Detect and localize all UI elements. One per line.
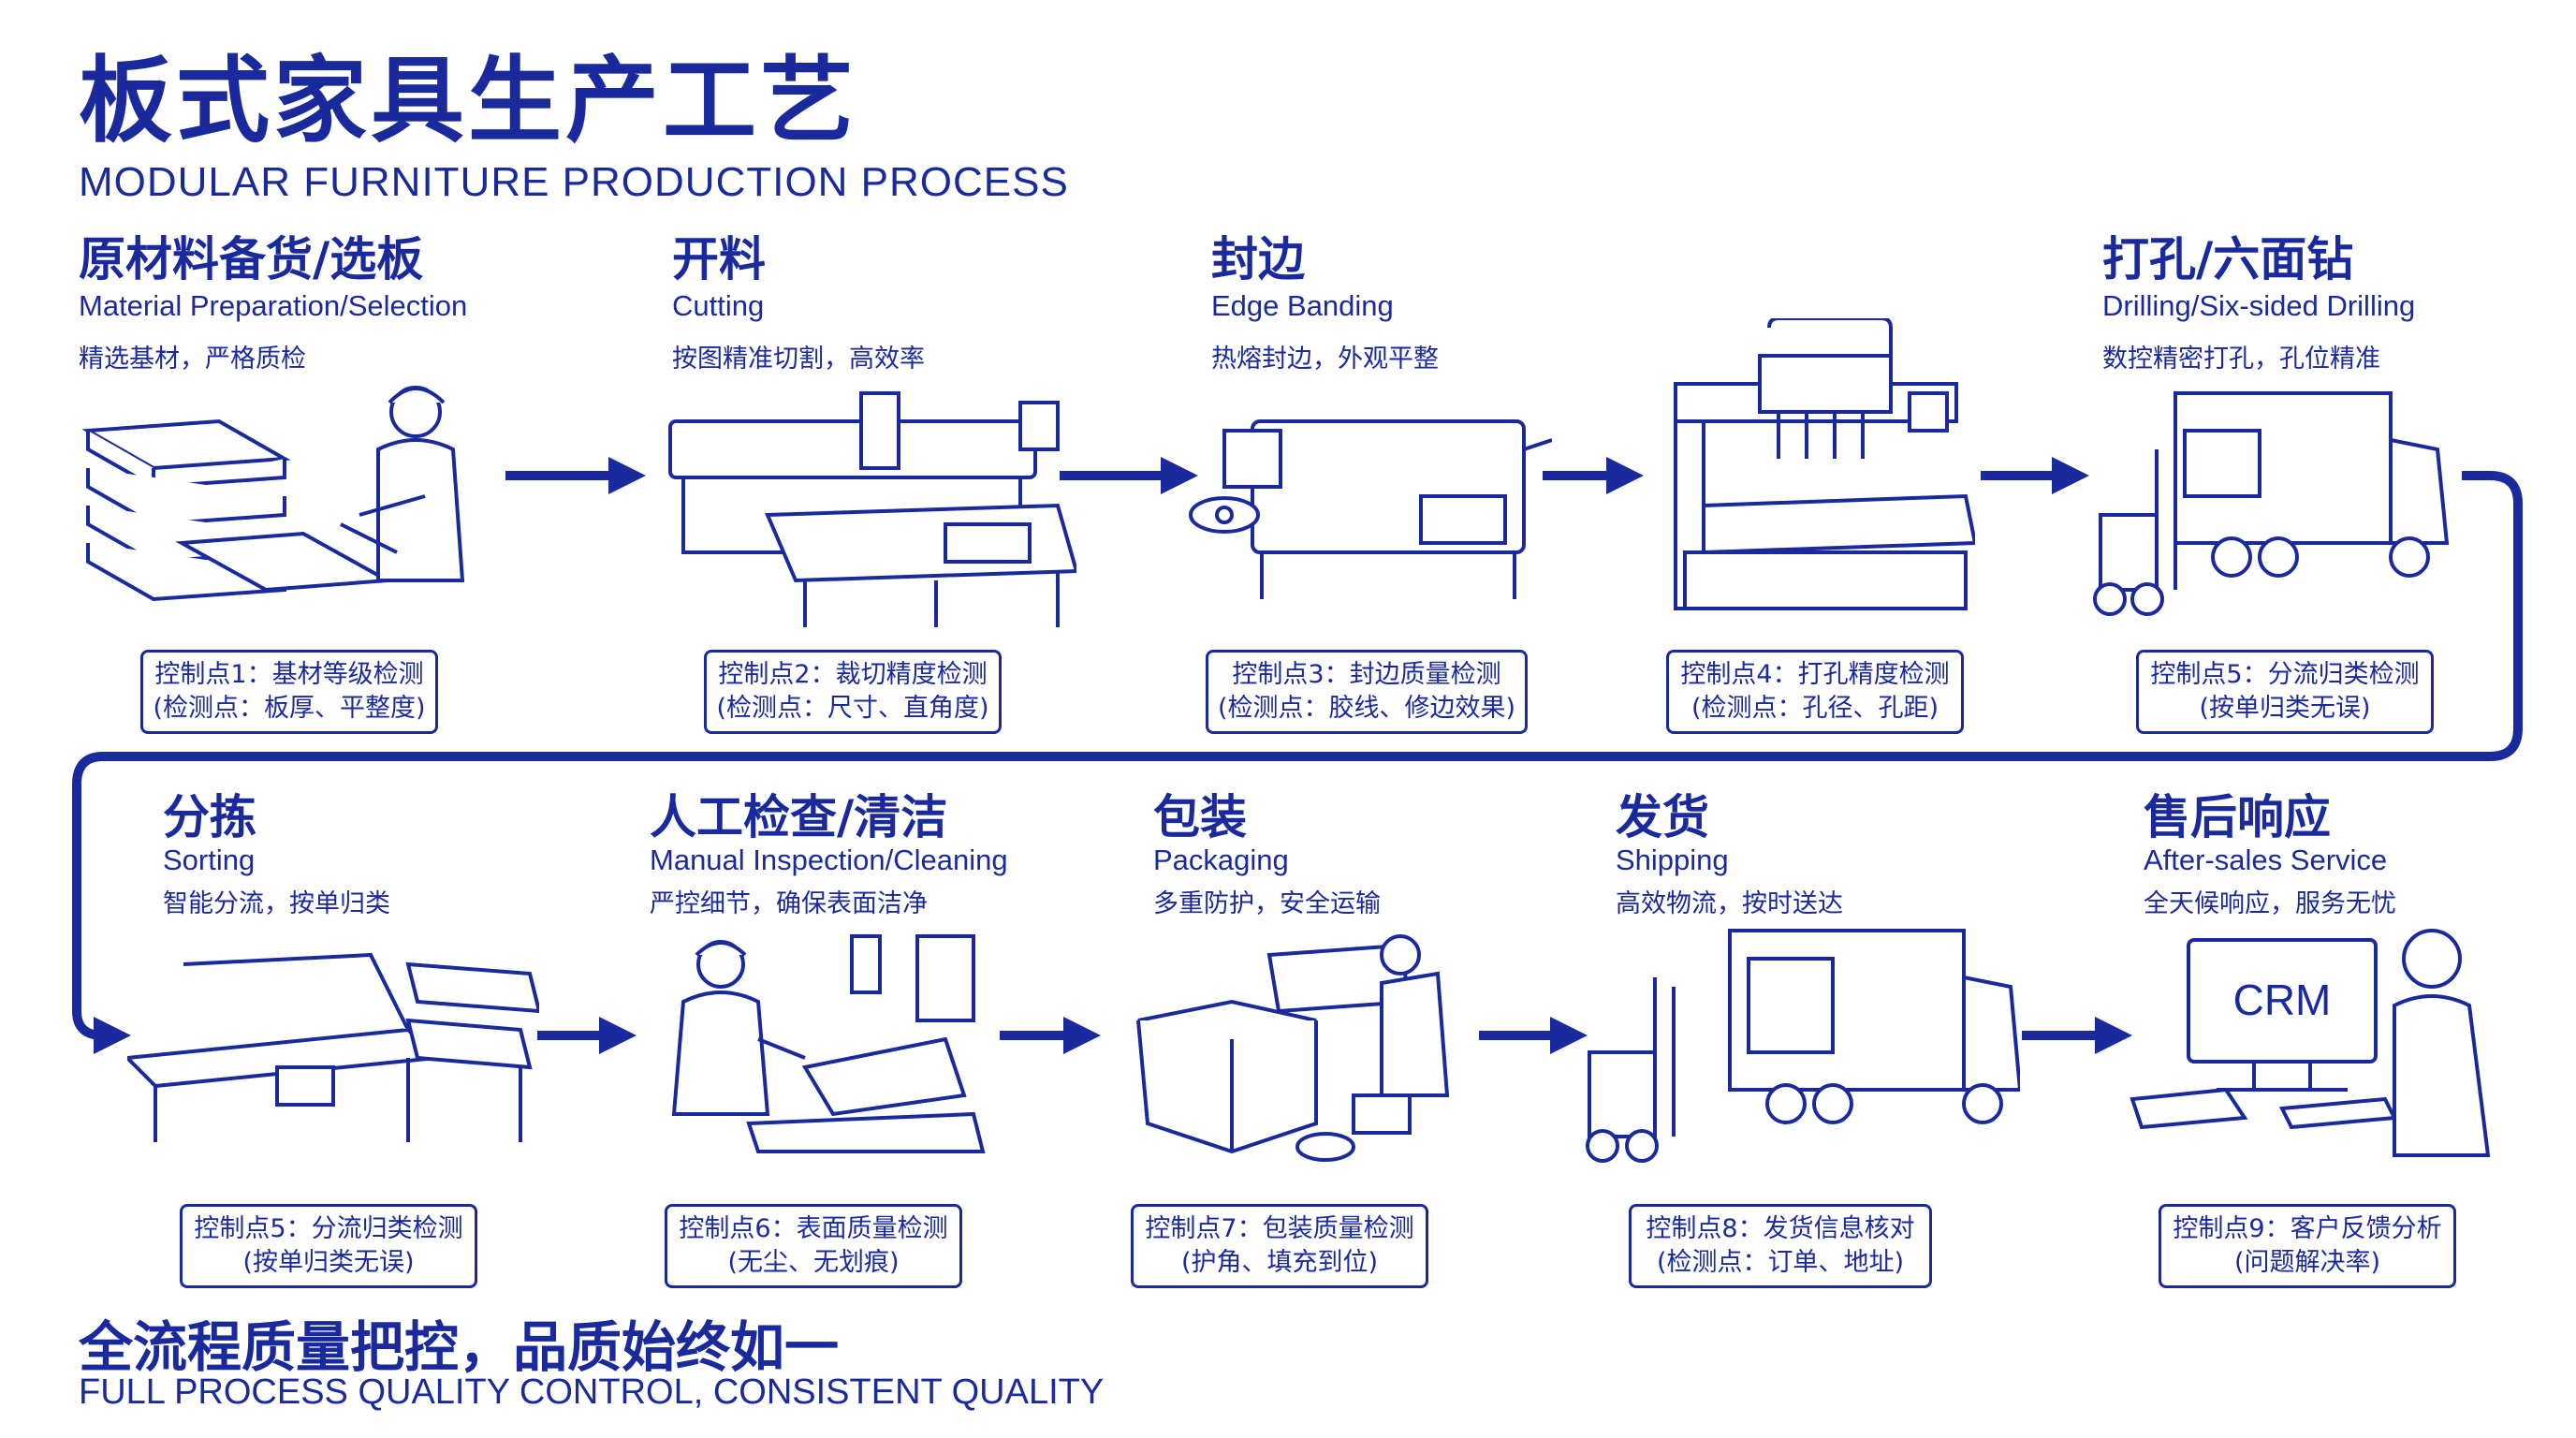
control-point-8: 控制点8：发货信息核对 (检测点：订单、地址) [1629,1204,1932,1288]
step-cutting: 开料 Cutting 按图精准切割，高效率 [672,234,925,374]
inspection-worker-illustration [671,934,986,1153]
control-point-5a: 控制点5：分流归类检测 (按单归类无误) [2136,650,2434,734]
cp7-line1: 控制点7：包装质量检测 [1145,1214,1414,1243]
step-edge-banding: 封边 Edge Banding 热熔封边，外观平整 [1211,234,1439,374]
step-inspection-title: 人工检查/清洁 [650,790,948,844]
step-material-title: 原材料备货/选板 [79,232,424,286]
step-inspection-desc: 严控细节，确保表面洁净 [650,889,928,918]
forklift-truck-illustration [2093,391,2450,616]
control-point-9: 控制点9：客户反馈分析 (问题解决率) [2159,1204,2456,1288]
cp2-line1: 控制点2：裁切精度检测 [718,660,988,689]
step-drilling-title: 打孔/六面钻 [2102,232,2354,286]
cp6-line1: 控制点6：表面质量检测 [679,1214,948,1243]
cp4-line2: (检测点：孔径、孔距) [1690,694,1939,723]
step-edge-subtitle: Edge Banding [1211,289,1394,322]
crm-service-illustration: CRM [2130,929,2491,1157]
cp5a-line2: (按单归类无误) [2199,694,2371,723]
cp2-line2: (检测点：尺寸、直角度) [716,694,989,723]
cp6-line2: (无尘、无划痕) [727,1248,900,1277]
cp1-line2: (检测点：板厚、平整度) [153,694,426,723]
step-cutting-desc: 按图精准切割，高效率 [672,345,925,374]
step-material-subtitle: Material Preparation/Selection [79,289,468,322]
control-point-1: 控制点1：基材等级检测 (检测点：板厚、平整度) [140,650,438,734]
packaging-illustration [1136,934,1450,1162]
step-sorting-title: 分拣 [163,790,256,844]
cp7-line2: (护角、填充到位) [1180,1248,1379,1277]
step-inspection-subtitle: Manual Inspection/Cleaning [650,844,1008,876]
shipping-truck-illustration [1586,929,2020,1163]
step-shipping-desc: 高效物流，按时送达 [1616,889,1843,918]
step-edge-title: 封边 [1211,232,1305,286]
step-packaging-subtitle: Packaging [1153,844,1289,876]
cp1-line1: 控制点1：基材等级检测 [154,660,424,689]
cp9-line1: 控制点9：客户反馈分析 [2173,1214,2442,1243]
control-point-3: 控制点3：封边质量检测 (检测点：胶线、修边效果) [1206,650,1528,734]
control-point-7: 控制点7：包装质量检测 (护角、填充到位) [1131,1204,1428,1288]
control-point-5b: 控制点5：分流归类检测 (按单归类无误) [180,1204,477,1288]
edge-banding-machine-illustration [1189,419,1552,599]
cutting-machine-illustration [668,391,1076,627]
step-sorting: 分拣 Sorting 智能分流，按单归类 [163,792,390,919]
step-packaging: 包装 Packaging 多重防护，安全运输 [1153,792,1381,919]
step-material-desc: 精选基材，严格质检 [79,345,306,374]
step-shipping-subtitle: Shipping [1616,844,1729,876]
step-packaging-title: 包装 [1153,790,1247,844]
footer-title: 全流程质量把控，品质始终如一 [79,1315,840,1379]
page-subtitle: MODULAR FURNITURE PRODUCTION PROCESS [79,159,1069,205]
cp4-line1: 控制点4：打孔精度检测 [1680,660,1950,689]
cp5b-line2: (按单归类无误) [242,1248,415,1277]
page-title: 板式家具生产工艺 [79,46,857,155]
cp8-line2: (检测点：订单、地址) [1656,1248,1905,1277]
step-shipping: 发货 Shipping 高效物流，按时送达 [1616,792,1843,919]
step-sorting-desc: 智能分流，按单归类 [163,889,390,918]
drilling-machine-illustration [1674,318,1975,610]
cp8-line1: 控制点8：发货信息核对 [1646,1214,1915,1243]
cp3-line1: 控制点3：封边质量检测 [1232,660,1501,689]
step-edge-desc: 热熔封边，外观平整 [1211,345,1439,374]
step-after-sales-title: 售后响应 [2144,790,2331,844]
step-inspection: 人工检查/清洁 Manual Inspection/Cleaning 严控细节，… [650,792,1008,919]
cp5b-line1: 控制点5：分流归类检测 [194,1214,463,1243]
step-drilling-desc: 数控精密打孔，孔位精准 [2102,345,2380,374]
step-sorting-subtitle: Sorting [163,844,256,876]
step-material: 原材料备货/选板 Material Preparation/Selection … [79,234,467,374]
control-point-6: 控制点6：表面质量检测 (无尘、无划痕) [665,1204,962,1288]
step-after-sales: 售后响应 After-sales Service 全天候响应，服务无忧 [2144,792,2396,919]
control-point-2: 控制点2：裁切精度检测 (检测点：尺寸、直角度) [704,650,1002,734]
crm-label: CRM [2233,976,2332,1024]
cp5a-line1: 控制点5：分流归类检测 [2150,660,2420,689]
step-after-sales-desc: 全天候响应，服务无忧 [2144,889,2396,918]
step-shipping-title: 发货 [1616,790,1709,844]
cp9-line2: (问题解决率) [2233,1248,2381,1277]
step-cutting-subtitle: Cutting [672,289,765,322]
step-cutting-title: 开料 [672,232,766,286]
step-packaging-desc: 多重防护，安全运输 [1153,889,1381,918]
step-after-sales-subtitle: After-sales Service [2144,844,2388,876]
return-connector [72,471,2523,1054]
footer-subtitle: FULL PROCESS QUALITY CONTROL, CONSISTENT… [79,1372,1105,1412]
cp3-line2: (检测点：胶线、修边效果) [1218,694,1516,723]
boards-worker-illustration [81,386,465,602]
control-point-4: 控制点4：打孔精度检测 (检测点：孔径、孔距) [1666,650,1964,734]
step-drilling-subtitle: Drilling/Six-sided Drilling [2102,289,2416,322]
sorting-line-illustration [127,952,539,1142]
step-drilling: 打孔/六面钻 Drilling/Six-sided Drilling 数控精密打… [2102,234,2415,374]
